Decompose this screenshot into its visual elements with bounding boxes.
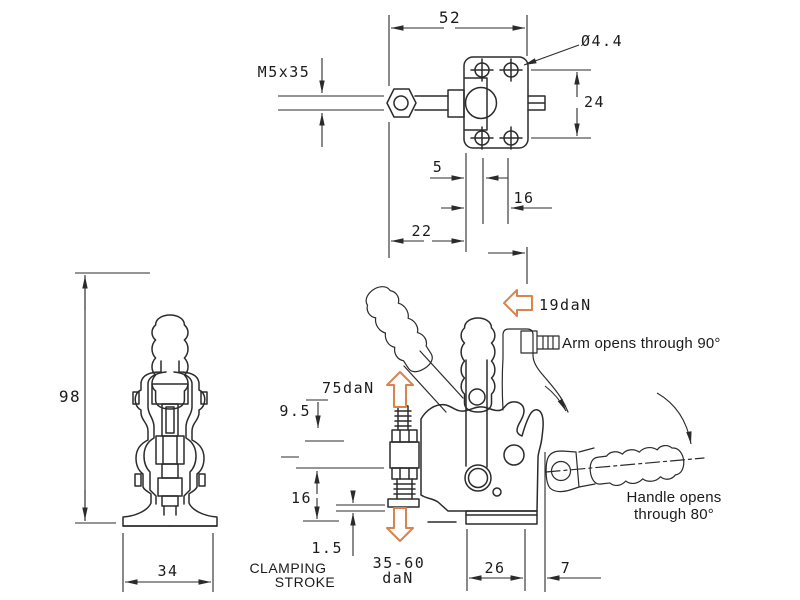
dim-hole-spacing-vertical: 24 — [584, 93, 605, 111]
release-force-label: 75daN — [322, 379, 375, 397]
dim-clamping-stroke: 1.5 — [311, 539, 343, 557]
force-arrow-left-icon — [503, 289, 533, 317]
front-view: 98 34 — [59, 272, 218, 592]
force-arrow-up-icon — [386, 371, 414, 408]
side-view: 19daN 75daN 9.5 16 1.5 CLAMPING STROKE 3… — [249, 279, 722, 592]
clamp-body-side — [420, 401, 544, 512]
handle-grip-front — [150, 313, 190, 411]
force-arrow-down-icon — [386, 507, 414, 542]
arm-open-note: Arm opens through 90° — [562, 335, 721, 352]
clamping-force-range: 35-60 — [373, 554, 426, 572]
dim-edge-distance: 7 — [561, 559, 572, 577]
toggle-pivot-boss — [464, 464, 492, 492]
front-view-dimensions — [75, 272, 214, 592]
top-view-dimensions — [278, 15, 591, 284]
handle-swing-arc — [656, 392, 692, 445]
toggle-pivot-hole — [467, 467, 489, 489]
thread-spec-label: M5x35 — [258, 63, 311, 81]
dim-overall-height: 98 — [59, 387, 81, 406]
handle-open-note-line2: through 80° — [634, 506, 714, 523]
dim-base-width: 34 — [157, 562, 178, 580]
top-view: 52 Ø4.4 M5x35 24 5 16 22 — [258, 8, 623, 284]
handle-open-note-line1: Handle opens — [627, 489, 722, 506]
handle-bar-hole — [468, 388, 486, 406]
plate-boss-block — [447, 89, 465, 118]
plate-slot — [464, 77, 488, 131]
clamping-spindle — [387, 405, 420, 508]
dim-offset-small: 5 — [433, 158, 444, 176]
handle-open-position — [358, 279, 464, 413]
handle-force-label: 19daN — [539, 296, 592, 314]
dim-hole-spacing-horizontal: 16 — [513, 189, 534, 207]
dim-spindle-protrusion: 9.5 — [279, 402, 311, 420]
dim-base-depth: 26 — [484, 559, 505, 577]
arm-open-position — [501, 328, 569, 413]
dim-overall-width: 52 — [439, 8, 461, 27]
center-boss — [464, 86, 498, 120]
hole-diameter-label: Ø4.4 — [581, 32, 623, 50]
rivet-dot — [492, 487, 502, 497]
handle-bar — [465, 359, 488, 468]
side-view-dimensions — [281, 399, 601, 592]
clamping-stroke-caption-line2: STROKE — [275, 574, 336, 590]
dim-spindle-length: 16 — [291, 489, 312, 507]
clamp-body-front — [122, 360, 218, 527]
clamp-base-side — [465, 510, 538, 525]
clamping-stroke-caption-line1: CLAMPING — [249, 560, 326, 576]
mounting-holes — [470, 58, 523, 150]
clamping-force-unit: daN — [382, 569, 414, 587]
arm-pivot-hole — [503, 444, 525, 466]
dim-rod-offset: 22 — [411, 222, 432, 240]
spindle-rod — [386, 88, 546, 118]
arm-swing-arc — [544, 385, 567, 412]
handle-open-80-position — [545, 392, 705, 493]
arm-spindle-screw — [536, 335, 560, 350]
handle-centerline — [545, 457, 705, 473]
